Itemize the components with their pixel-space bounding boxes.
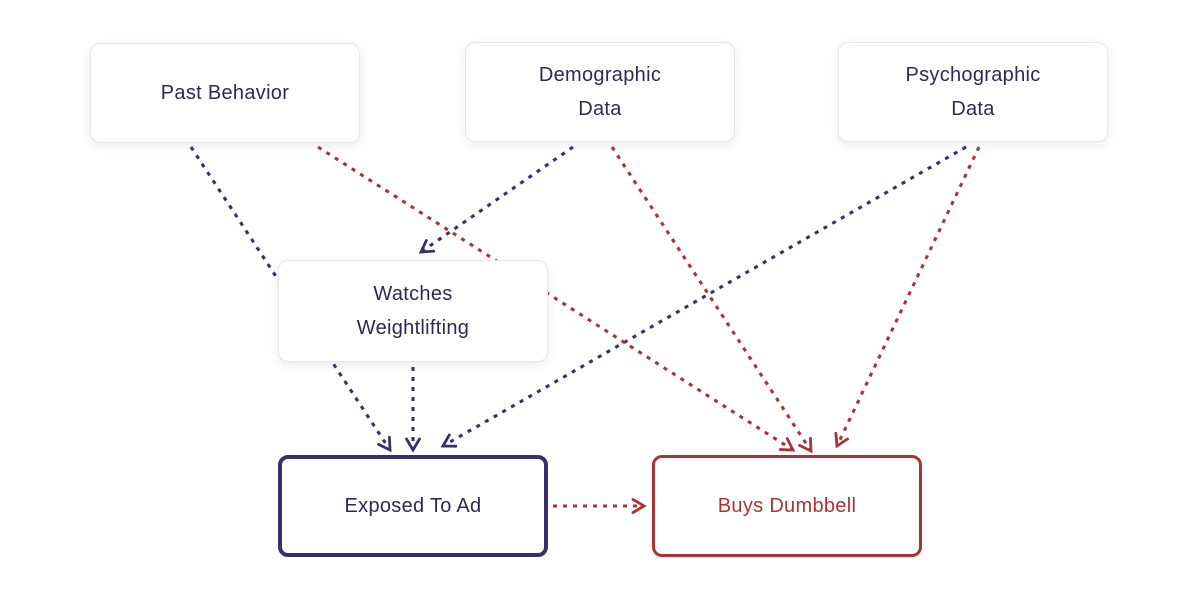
node-exposed-to-ad: Exposed To Ad [278, 455, 548, 557]
edge-past-behavior-to-buys-dumbbell [317, 145, 796, 452]
node-psychographic-data: Psychographic Data [838, 42, 1108, 142]
node-label: Exposed To Ad [344, 495, 482, 517]
node-watches-weightlifting: Watches Weightlifting [278, 260, 548, 362]
edge-psychographic-data-to-exposed-to-ad [440, 145, 967, 448]
node-label: Psychographic Data [905, 64, 1041, 120]
node-past-behavior: Past Behavior [90, 43, 360, 143]
node-demographic-data: Demographic Data [465, 42, 735, 142]
edge-demographic-data-to-buys-dumbbell [610, 146, 813, 454]
edge-demographic-data-to-watches-weightlifting [418, 145, 574, 254]
node-label: Watches Weightlifting [356, 283, 470, 339]
node-buys-dumbbell: Buys Dumbbell [652, 455, 922, 557]
node-label: Demographic Data [538, 64, 662, 120]
edge-psychographic-data-to-buys-dumbbell [834, 146, 981, 449]
node-label: Buys Dumbbell [717, 495, 857, 517]
node-label: Past Behavior [160, 82, 290, 104]
